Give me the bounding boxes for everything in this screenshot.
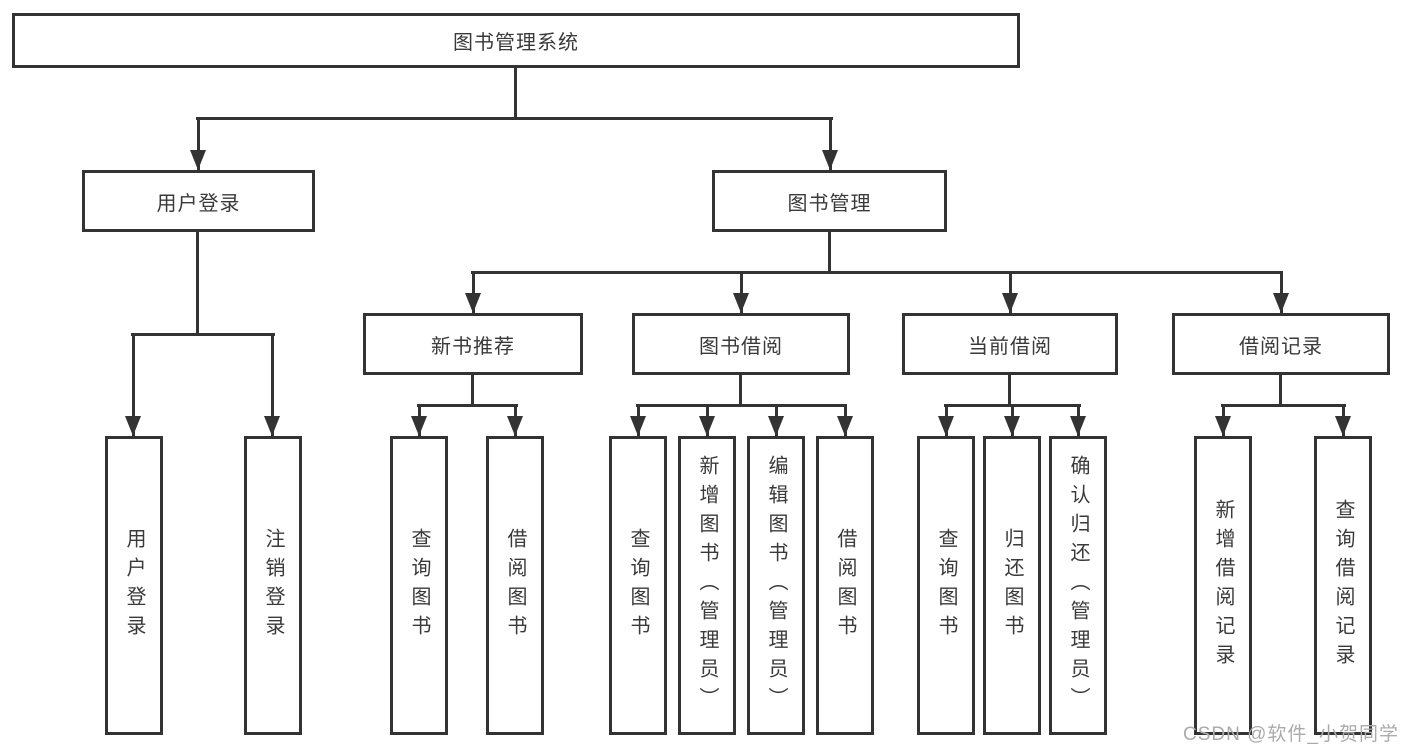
leaf-borrow-books-recommend-label: 借阅图书	[504, 527, 526, 644]
connector-user-login-split	[131, 333, 275, 336]
connector-arrow-down	[1002, 272, 1018, 313]
connector-arrow-down	[1004, 405, 1020, 436]
leaf-borrow-books-borrow-label: 借阅图书	[834, 527, 856, 644]
connector-arrow-down	[125, 334, 141, 436]
connector-recommend-stub	[471, 375, 474, 407]
leaf-confirm-return-admin: 确认归还（管理员）	[1049, 436, 1107, 735]
leaf-query-books-borrow-label: 查询图书	[627, 527, 649, 644]
leaf-logout: 注销登录	[244, 436, 302, 735]
node-book-borrow-label: 图书借阅	[699, 335, 783, 358]
node-current-borrow-label: 当前借阅	[968, 335, 1052, 358]
connector-level3-split	[471, 271, 1283, 274]
leaf-edit-book-admin-label: 编辑图书（管理员）	[765, 455, 787, 716]
leaf-borrow-books-recommend: 借阅图书	[486, 436, 544, 735]
connector-root-stub	[514, 68, 517, 118]
node-root: 图书管理系统	[12, 13, 1020, 68]
connector-arrow-down	[822, 118, 838, 170]
connector-arrow-down	[630, 405, 646, 436]
leaf-query-books-recommend-label: 查询图书	[408, 527, 430, 644]
connector-arrow-down	[768, 405, 784, 436]
node-new-book-recommend: 新书推荐	[363, 313, 583, 375]
node-borrow-records-label: 借阅记录	[1239, 335, 1323, 358]
connector-arrow-down	[465, 272, 481, 313]
node-book-management: 图书管理	[712, 170, 947, 232]
connector-records-stub	[1279, 375, 1282, 407]
leaf-return-book: 归还图书	[983, 436, 1041, 735]
leaf-query-books-recommend: 查询图书	[390, 436, 448, 735]
csdn-watermark: CSDN @软件_小贺同学	[1183, 724, 1399, 745]
node-current-borrow: 当前借阅	[902, 313, 1118, 375]
connector-current-stub	[1008, 375, 1011, 407]
node-user-login-label: 用户登录	[156, 192, 241, 215]
connector-arrow-down	[264, 334, 280, 436]
leaf-add-borrow-record-label: 新增借阅记录	[1212, 498, 1234, 673]
leaf-add-book-admin-label: 新增图书（管理员）	[696, 455, 718, 716]
leaf-borrow-books-borrow: 借阅图书	[816, 436, 874, 735]
leaf-query-books-current: 查询图书	[917, 436, 975, 735]
connector-user-login-stub	[196, 232, 199, 336]
leaf-query-borrow-record-label: 查询借阅记录	[1332, 498, 1354, 673]
connector-arrow-down	[190, 118, 206, 170]
connector-borrow-stub	[739, 375, 742, 407]
leaf-user-login-label: 用户登录	[123, 527, 145, 644]
leaf-query-borrow-record: 查询借阅记录	[1314, 436, 1372, 735]
connector-records-split	[1221, 404, 1346, 407]
connector-book-mgmt-stub	[828, 232, 831, 274]
leaf-confirm-return-admin-label: 确认归还（管理员）	[1067, 455, 1089, 716]
connector-arrow-down	[1335, 405, 1351, 436]
connector-arrow-down	[837, 405, 853, 436]
leaf-add-book-admin: 新增图书（管理员）	[678, 436, 736, 735]
connector-arrow-down	[1273, 272, 1289, 313]
leaf-query-books-current-label: 查询图书	[935, 527, 957, 644]
connector-arrow-down	[699, 405, 715, 436]
connector-arrow-down	[733, 272, 749, 313]
connector-arrow-down	[1215, 405, 1231, 436]
connector-borrow-split	[636, 404, 847, 407]
node-root-label: 图书管理系统	[453, 32, 579, 54]
connector-arrow-down	[938, 405, 954, 436]
leaf-return-book-label: 归还图书	[1001, 527, 1023, 644]
connector-recommend-split	[417, 404, 518, 407]
node-borrow-records: 借阅记录	[1172, 313, 1390, 375]
node-user-login: 用户登录	[82, 170, 315, 232]
node-book-borrow: 图书借阅	[632, 313, 850, 375]
connector-arrow-down	[1070, 405, 1086, 436]
node-book-management-label: 图书管理	[787, 192, 872, 215]
leaf-user-login: 用户登录	[105, 436, 163, 735]
leaf-add-borrow-record: 新增借阅记录	[1194, 436, 1252, 735]
connector-level2-split	[196, 117, 833, 120]
leaf-logout-label: 注销登录	[262, 527, 284, 644]
node-new-book-recommend-label: 新书推荐	[431, 335, 515, 358]
connector-arrow-down	[507, 405, 523, 436]
leaf-query-books-borrow: 查询图书	[609, 436, 667, 735]
leaf-edit-book-admin: 编辑图书（管理员）	[747, 436, 805, 735]
connector-arrow-down	[411, 405, 427, 436]
